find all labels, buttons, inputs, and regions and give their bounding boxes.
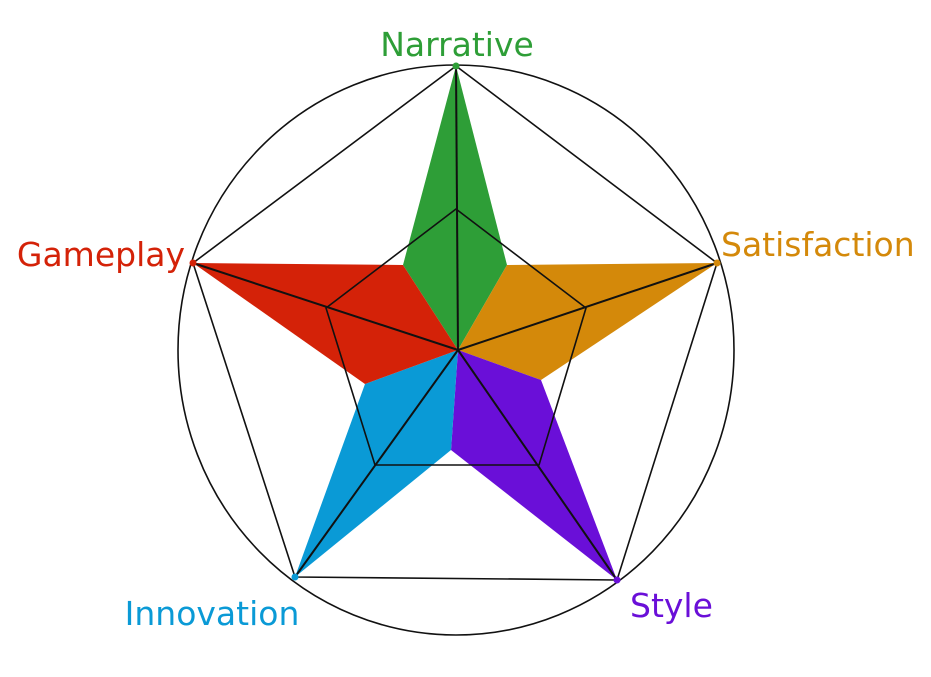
outer-pentagon [192, 65, 718, 581]
gameplay-spoke [192, 262, 459, 351]
narrative-label: Narrative [380, 25, 534, 64]
style-label: Style [630, 586, 713, 625]
satisfaction-petal [458, 263, 717, 380]
innovation-label: Innovation [125, 594, 300, 633]
style-spoke [457, 349, 618, 581]
style-vertex-dot [613, 576, 621, 584]
innovation-spoke [294, 349, 459, 578]
satisfaction-label: Satisfaction [721, 225, 915, 264]
gameplay-petal [193, 263, 458, 384]
narrative-spoke [455, 65, 459, 351]
innovation-vertex-dot [291, 573, 299, 581]
narrative-vertex-dot [452, 62, 460, 70]
satisfaction-spoke [457, 262, 718, 351]
narrative-petal [403, 66, 507, 350]
inner-pentagon [325, 208, 587, 466]
gameplay-label: Gameplay [17, 235, 185, 274]
satisfaction-vertex-dot [713, 259, 721, 267]
gameplay-vertex-dot [189, 259, 197, 267]
